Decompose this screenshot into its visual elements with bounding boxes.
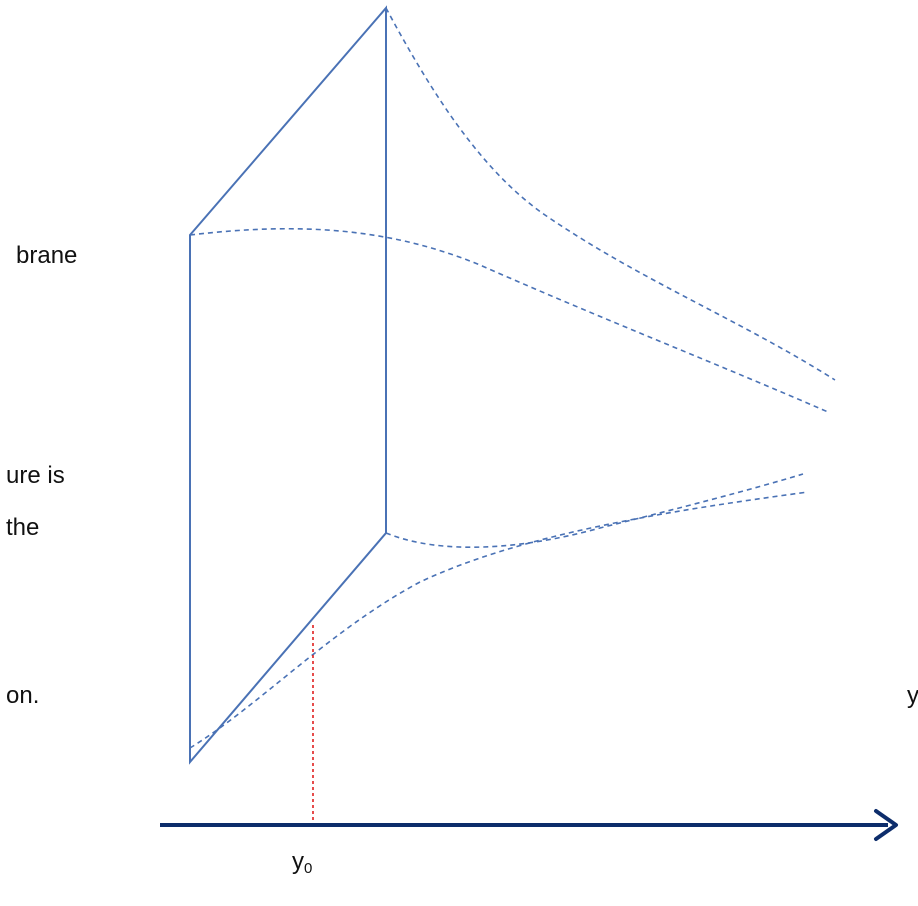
- text-line-3: on.: [6, 682, 40, 709]
- profile-top: [385, 7, 836, 381]
- text-line-1: ure is: [6, 462, 65, 489]
- dashed-profiles: [189, 7, 836, 749]
- brane-sheet: [189, 5, 387, 765]
- profile-lower-mid: [385, 473, 804, 548]
- y0-label: y0: [292, 848, 312, 877]
- y0-label-main: y: [292, 848, 304, 875]
- y0-label-sub: 0: [304, 860, 313, 877]
- brane-label: brane: [16, 242, 78, 269]
- y-axis-arrowhead: [874, 809, 898, 841]
- profile-bottom: [189, 491, 809, 749]
- text-line-2: the: [6, 514, 40, 541]
- profile-upper-mid: [189, 227, 829, 413]
- axis-label: y: [907, 682, 918, 709]
